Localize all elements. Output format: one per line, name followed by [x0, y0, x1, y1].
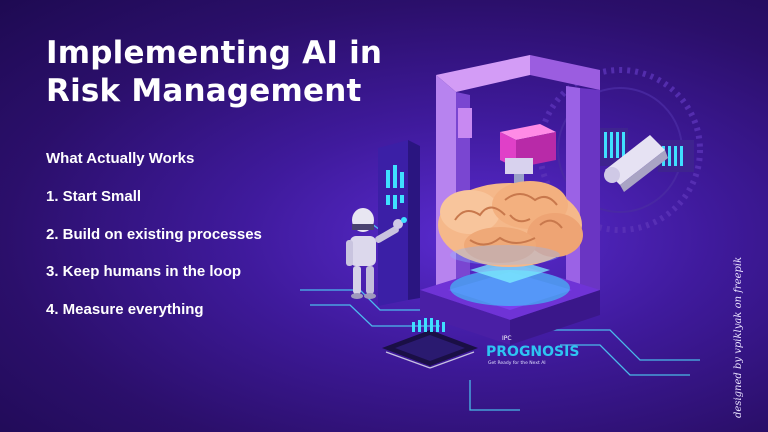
prognosis-logo: IPC PROGNOSIS Get Ready for the Next AI [486, 335, 579, 366]
svg-text:PROGNOSIS: PROGNOSIS [486, 344, 579, 360]
print-head [500, 124, 556, 186]
step-item: 3. Keep humans in the loop [46, 263, 242, 280]
humanoid-robot [346, 208, 407, 299]
brain-illustration [438, 181, 583, 267]
camera-arm [600, 128, 694, 192]
microchip [382, 318, 478, 369]
image-credit: designed by vpiklyak on freepik [733, 256, 744, 418]
step-item: 1. Start Small [46, 188, 142, 205]
slide-title: Implementing AI in Risk Management [46, 35, 383, 109]
slide-subtitle: What Actually Works [46, 150, 195, 167]
left-tower [378, 140, 420, 306]
svg-text:IPC: IPC [502, 335, 512, 342]
steps-list: 1. Start Small 2. Build on existing proc… [46, 188, 262, 338]
step-item: 2. Build on existing processes [46, 225, 262, 243]
svg-text:Get Ready for the Next AI: Get Ready for the Next AI [488, 360, 546, 366]
step-item: 4. Measure everything [46, 300, 204, 318]
